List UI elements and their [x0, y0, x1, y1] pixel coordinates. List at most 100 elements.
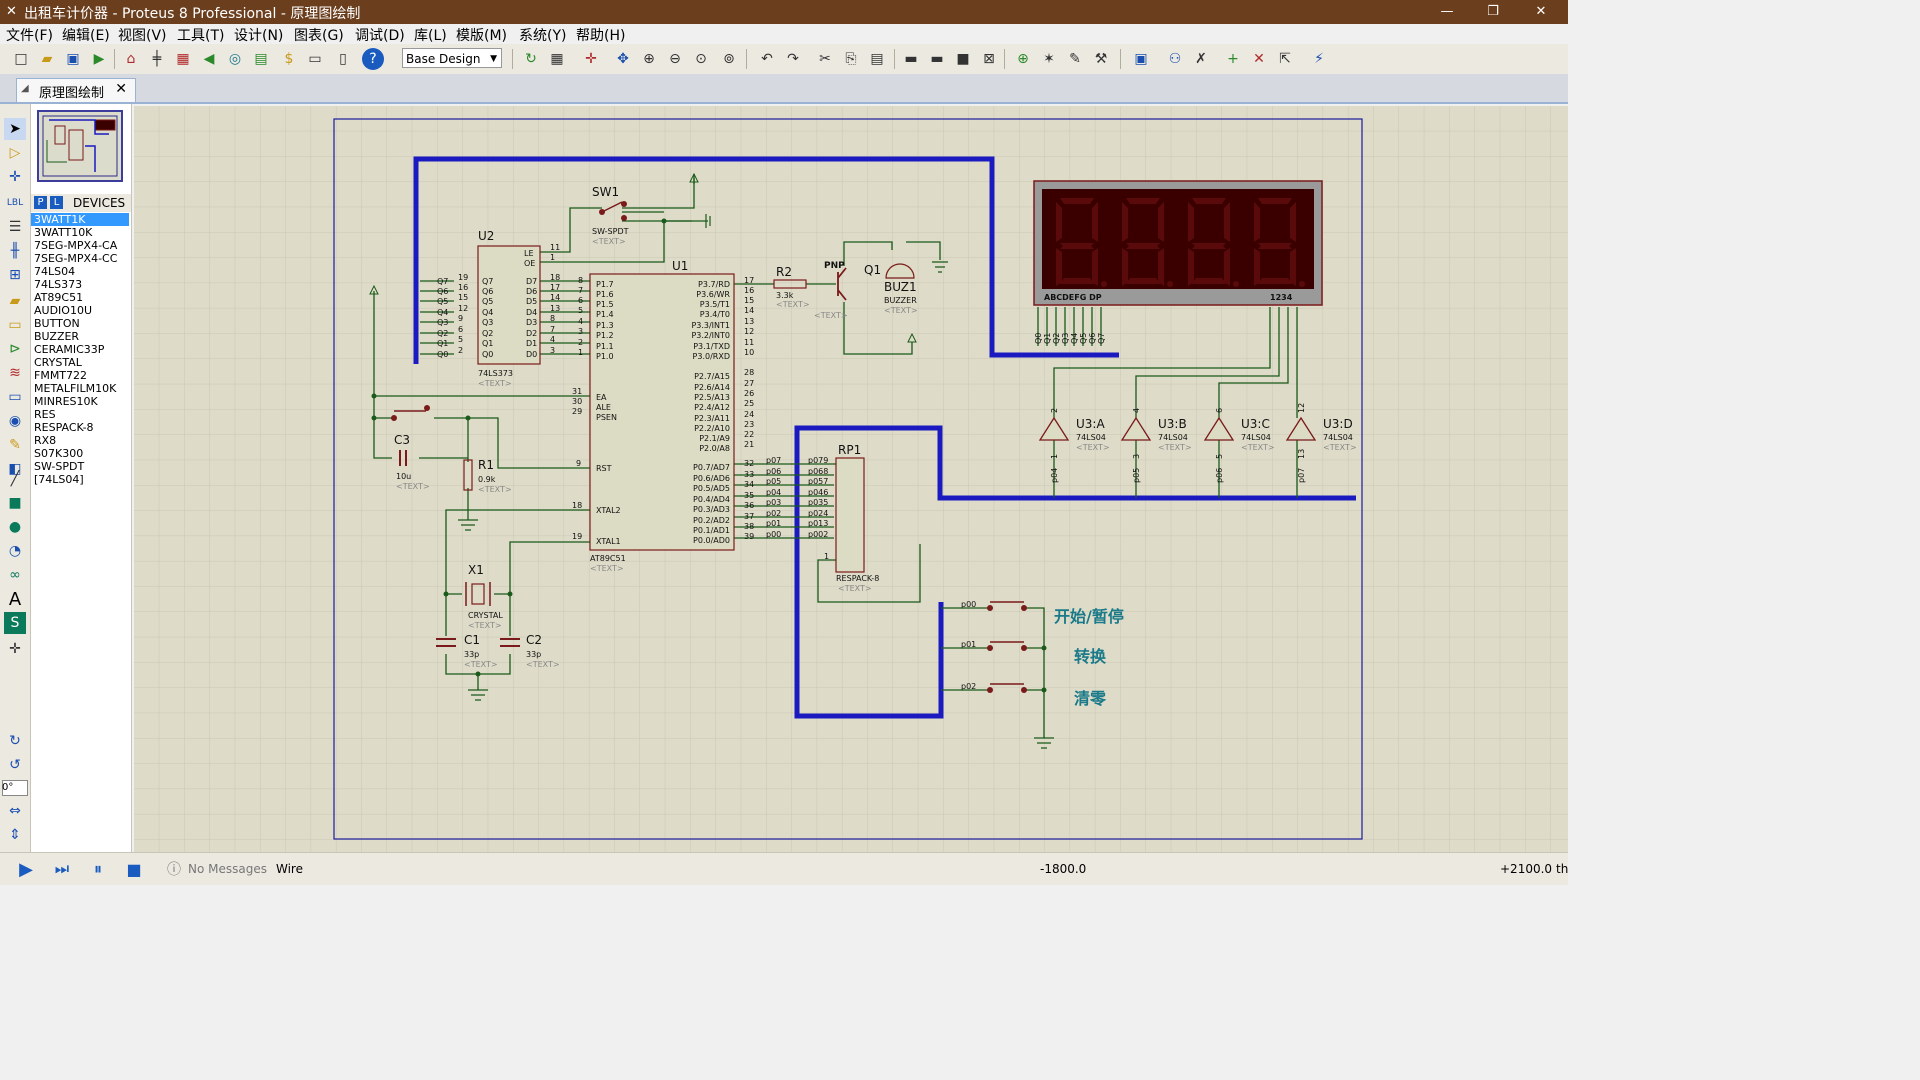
rp1-respack-8[interactable]: RP1 RESPACK-8 <TEXT> 1 p079p068p057p046p…	[808, 443, 879, 593]
component-mode-icon[interactable]: ▷	[9, 145, 21, 161]
wire-autorouter-icon[interactable]: ▣	[1134, 51, 1148, 67]
device-list-item[interactable]: 74LS373	[34, 278, 83, 291]
c3-capacitor[interactable]: C3 10u <TEXT>	[394, 433, 430, 491]
restore-button[interactable]: ❐	[1487, 4, 1499, 19]
device-list-item[interactable]: CERAMIC33P	[34, 343, 105, 356]
menu-debug[interactable]: 调试(D)	[355, 28, 405, 44]
open-folder-icon[interactable]: ▰	[41, 51, 53, 67]
pcb-icon[interactable]: ▦	[176, 51, 190, 67]
c1-capacitor[interactable]: C1 33p <TEXT>	[436, 633, 498, 669]
new-sheet-icon[interactable]: +	[1227, 51, 1239, 67]
exit-to-parent-icon[interactable]: ⇱	[1279, 51, 1291, 67]
mirror-vertical-icon[interactable]: ⇕	[9, 827, 21, 843]
terminals-icon[interactable]: ▰	[9, 293, 21, 309]
library-manager-button[interactable]: L	[50, 196, 63, 209]
pick-device-icon[interactable]: ⊕	[1017, 51, 1029, 67]
device-list-item[interactable]: 74LS04	[34, 265, 76, 278]
device-list-item[interactable]: 7SEG-MPX4-CA	[34, 239, 118, 252]
gerber-icon[interactable]: ◀	[203, 51, 215, 67]
messages-status[interactable]: No Messages	[188, 862, 267, 876]
graph-icon[interactable]: ⊳	[9, 341, 21, 357]
junction-dot-icon[interactable]: ✛	[9, 169, 21, 185]
arc-icon[interactable]: ◔	[8, 543, 22, 559]
device-list-item[interactable]: AT89C51	[34, 291, 84, 304]
device-list-item[interactable]: RESPACK-8	[34, 421, 94, 434]
menu-view[interactable]: 视图(V)	[118, 28, 167, 44]
block-rotate-icon[interactable]: ■	[956, 51, 970, 67]
home-icon[interactable]: ⌂	[126, 51, 136, 67]
line-icon[interactable]: ╱	[10, 471, 20, 487]
device-list-item[interactable]: BUZZER	[34, 330, 80, 343]
voltage-probe-icon[interactable]: ◉	[8, 413, 22, 429]
3d-viewer-icon[interactable]: ◎	[228, 51, 242, 67]
menu-help[interactable]: 帮助(H)	[576, 28, 626, 44]
stop-icon[interactable]: ■	[126, 859, 142, 879]
c2-capacitor[interactable]: C2 33p <TEXT>	[468, 633, 560, 701]
buses-icon[interactable]: ╫	[10, 243, 20, 259]
new-file-icon[interactable]: □	[14, 51, 28, 67]
zoom-all-icon[interactable]: ⊙	[695, 51, 707, 67]
device-list-item[interactable]: MINRES10K	[34, 395, 98, 408]
generator-icon[interactable]: ▭	[8, 389, 22, 405]
design-variant-select[interactable]: Base Design▼	[402, 48, 502, 68]
buz1-buzzer[interactable]: BUZ1 BUZZER <TEXT>	[884, 261, 948, 343]
r2-resistor[interactable]: R2 3.3k <TEXT>	[773, 265, 810, 309]
overview-window[interactable]	[37, 110, 123, 182]
menu-graph[interactable]: 图表(G)	[294, 28, 344, 44]
device-list-item[interactable]: CRYSTAL	[34, 356, 82, 369]
device-list-item[interactable]: [74LS04]	[34, 473, 84, 486]
menu-system[interactable]: 系统(Y)	[519, 28, 567, 44]
wire-label-icon[interactable]: LBL	[6, 198, 24, 208]
copy-icon[interactable]: ⎘	[845, 51, 857, 67]
subcircuit-icon[interactable]: ⊞	[9, 267, 21, 283]
schematic-icon[interactable]: ╪	[152, 51, 162, 67]
block-copy-icon[interactable]: ▬	[904, 51, 918, 67]
device-list-item[interactable]: 7SEG-MPX4-CC	[34, 252, 118, 265]
undo-icon[interactable]: ↶	[761, 51, 773, 67]
device-list-item[interactable]: S07K300	[34, 447, 84, 460]
device-list-item[interactable]: BUTTON	[34, 317, 80, 330]
device-list-item[interactable]: SW-SPDT	[34, 460, 85, 473]
device-list-item[interactable]: 3WATT1K	[31, 213, 129, 226]
zoom-out-icon[interactable]: ⊖	[669, 51, 681, 67]
current-probe-icon[interactable]: ✎	[9, 437, 21, 453]
device-list-item[interactable]: 3WATT10K	[34, 226, 93, 239]
marker-icon[interactable]: ✛	[9, 641, 21, 657]
step-icon[interactable]: ⏭	[54, 859, 70, 878]
search-tag-icon[interactable]: ⚇	[1168, 51, 1182, 67]
reset-button-switch[interactable]	[391, 405, 430, 421]
zoom-in-icon[interactable]: ⊕	[643, 51, 655, 67]
device-list-item[interactable]: FMMT722	[34, 369, 88, 382]
grid-icon[interactable]: ▦	[550, 51, 564, 67]
device-list-item[interactable]: AUDIO10U	[34, 304, 92, 317]
sw1-sw-spdt[interactable]: SW1 SW-SPDT <TEXT>	[592, 172, 711, 246]
box-icon[interactable]: ■	[8, 495, 22, 511]
bom-icon[interactable]: ▤	[254, 51, 268, 67]
symbol-icon[interactable]: S	[4, 612, 26, 634]
make-device-icon[interactable]: ✶	[1043, 51, 1055, 67]
text-icon[interactable]: A	[8, 588, 22, 610]
menu-library[interactable]: 库(L)	[414, 28, 447, 44]
closed-path-icon[interactable]: ∞	[9, 567, 21, 583]
block-delete-icon[interactable]: ⊠	[983, 51, 995, 67]
rotation-angle-field[interactable]	[2, 780, 28, 796]
paste-icon[interactable]: ▤	[870, 51, 884, 67]
decompose-icon[interactable]: ⚒	[1094, 51, 1108, 67]
save-icon[interactable]: ▣	[66, 51, 80, 67]
close-button[interactable]: ✕	[1535, 4, 1547, 19]
text-script-icon[interactable]: ☰	[8, 219, 22, 235]
menu-file[interactable]: 文件(F)	[6, 28, 53, 44]
menu-tools[interactable]: 工具(T)	[177, 28, 225, 44]
refresh-icon[interactable]: ↻	[525, 51, 537, 67]
package-tool-icon[interactable]: ✎	[1069, 51, 1081, 67]
cut-icon[interactable]: ✂	[819, 51, 831, 67]
